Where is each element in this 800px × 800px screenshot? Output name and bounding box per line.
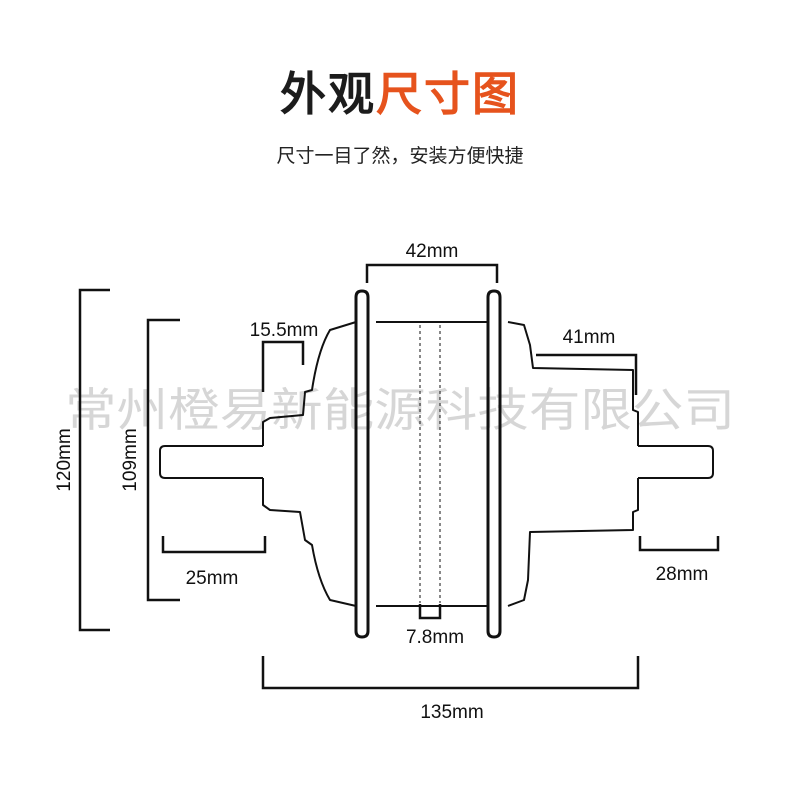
right-axle: [638, 445, 714, 479]
motor-outline: [159, 289, 714, 639]
left-flange: [354, 289, 370, 639]
company-watermark: 常州橙易新能源科技有限公司: [65, 383, 735, 437]
dimension-brackets: [78, 263, 720, 690]
centerline-group: [419, 325, 441, 603]
label-41mm: 41mm: [563, 327, 616, 348]
center-drum: [376, 321, 488, 607]
page-subtitle: 尺寸一目了然，安装方便快捷: [276, 145, 524, 167]
bracket-120mm: [78, 288, 110, 632]
bracket-7-8mm: [418, 604, 442, 620]
right-flange: [486, 289, 502, 639]
bracket-109mm: [146, 318, 180, 602]
bracket-25mm: [161, 536, 267, 554]
label-120mm: 120mm: [54, 428, 75, 491]
title-part-1: 外观: [280, 67, 376, 121]
label-109mm: 109mm: [120, 428, 141, 491]
label-135mm: 135mm: [420, 702, 483, 723]
page-title: 外观尺寸图: [0, 58, 800, 124]
bracket-15-5mm: [261, 340, 305, 392]
label-28mm: 28mm: [656, 564, 709, 585]
label-25mm: 25mm: [186, 568, 239, 589]
left-housing: [262, 321, 357, 607]
bracket-28mm: [638, 536, 720, 552]
bracket-41mm: [536, 353, 638, 395]
label-7-8mm: 7.8mm: [406, 627, 464, 648]
bracket-135mm: [261, 656, 640, 690]
label-42mm: 42mm: [406, 241, 459, 262]
left-axle: [159, 445, 263, 479]
title-part-2: 尺寸图: [376, 67, 520, 121]
label-15-5mm: 15.5mm: [250, 320, 319, 341]
bracket-42mm: [365, 263, 499, 283]
right-housing: [507, 321, 639, 607]
